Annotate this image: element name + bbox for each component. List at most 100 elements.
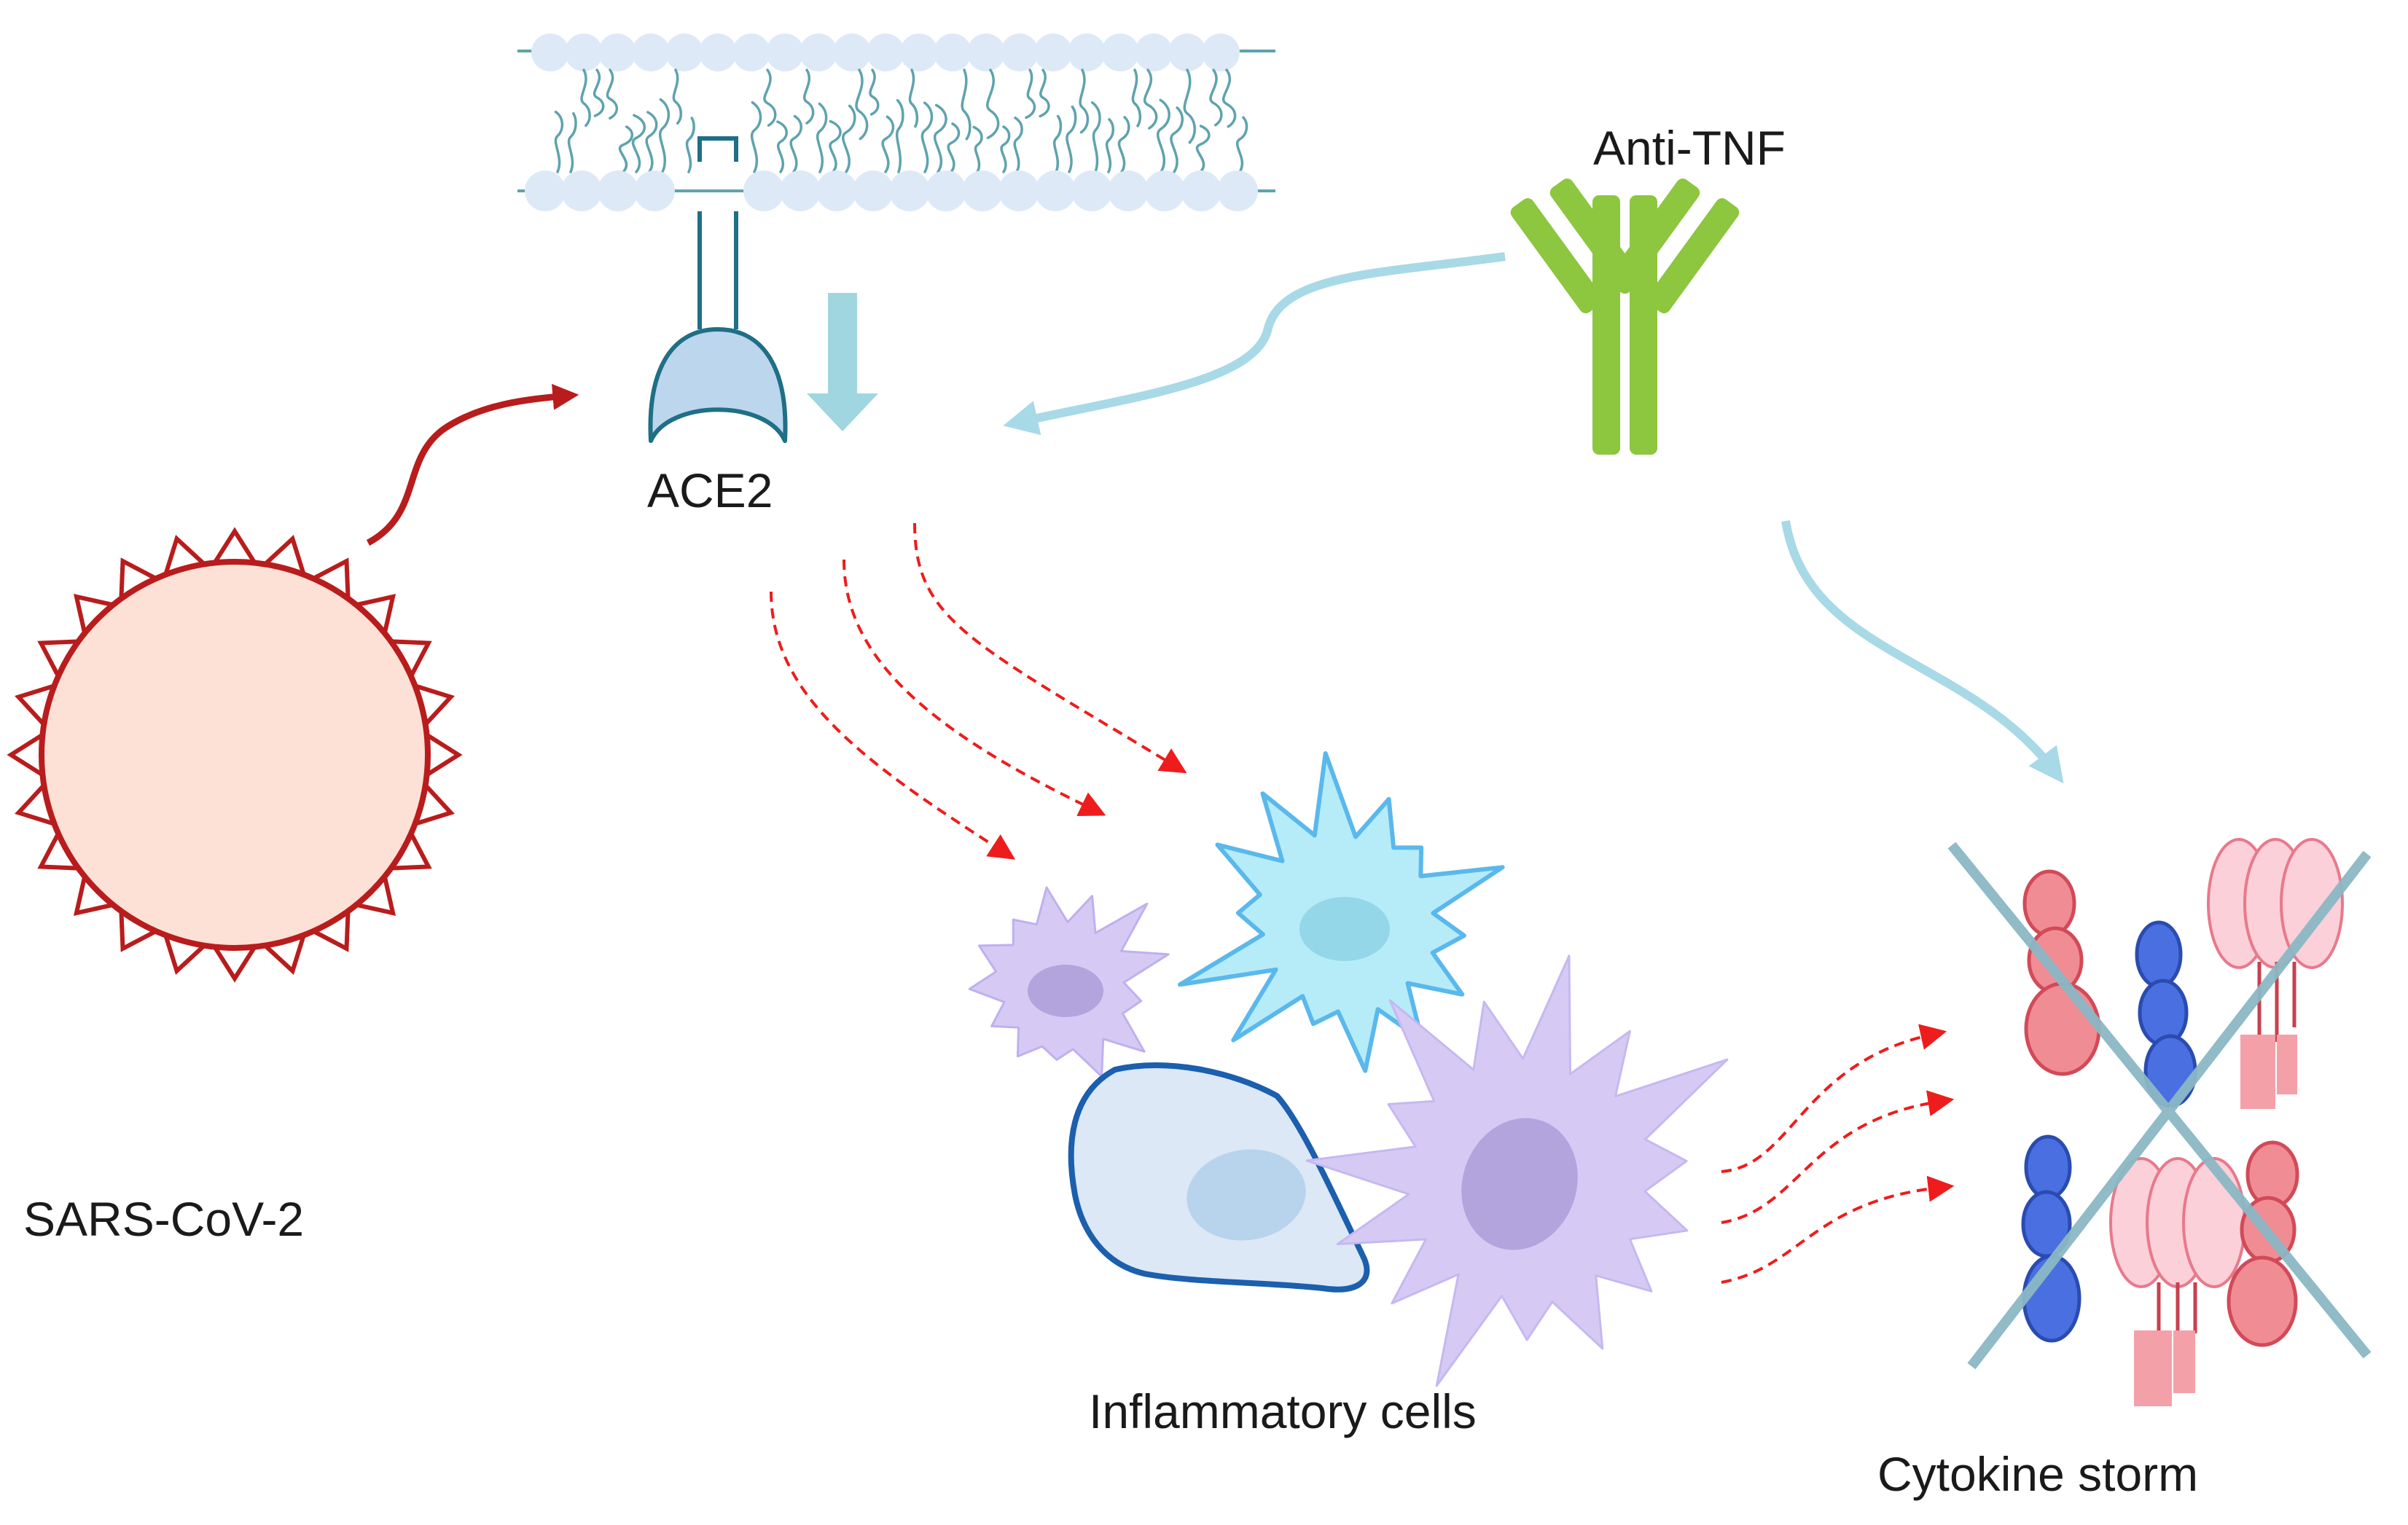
lipid-head — [889, 170, 930, 211]
lipid-head — [531, 34, 569, 71]
lipid-head — [1168, 34, 1206, 71]
cytokine-blue-2-lobe — [2024, 1134, 2072, 1200]
anti-tnf-to-cytokine-arrow — [1781, 520, 2064, 784]
lipid-head — [1217, 170, 1258, 211]
sars-cov-2-label: SARS-CoV-2 — [23, 1192, 305, 1246]
lipid-head — [867, 34, 904, 71]
release-arrow-2 — [1721, 1090, 1955, 1224]
lipid-tail — [763, 68, 777, 127]
lipid-tail — [1052, 114, 1063, 173]
receptor-anchor — [697, 136, 738, 162]
lipid-head — [1034, 34, 1072, 71]
ace2-receptor — [648, 136, 788, 443]
lipid-tail — [606, 68, 619, 120]
lipid-tail — [841, 104, 856, 173]
lipid-head — [934, 34, 972, 71]
lipid-tail — [1143, 68, 1158, 130]
anti-tnf-to-ace2-arrow — [1003, 252, 1506, 436]
cytokine-blue-1-lobe — [2135, 920, 2183, 989]
macrophage-large — [1305, 954, 1729, 1387]
lipid-head — [598, 34, 636, 71]
downregulation-arrow — [807, 293, 878, 431]
macrophage-small — [968, 886, 1170, 1078]
cell-nucleus — [1028, 965, 1103, 1017]
lipid-tail — [1013, 117, 1023, 173]
lipid-tail — [685, 117, 695, 173]
lipid-head — [1135, 34, 1173, 71]
cytokine-blue-1-lobe — [2138, 979, 2189, 1047]
lipid-tail — [1039, 68, 1050, 118]
lipid-tail — [816, 102, 828, 173]
lipid-head — [1181, 170, 1221, 211]
receptor-1-tail — [2240, 1035, 2275, 1109]
signal-arrow-1 — [770, 591, 1016, 860]
lipid-tail — [1105, 118, 1115, 173]
release-arrow-1 — [1721, 1024, 1947, 1173]
blocked-cross — [1947, 842, 2372, 1370]
cytokine-red-2-lobe — [2227, 1255, 2298, 1347]
antibody-arm-right-outer — [1607, 178, 1700, 294]
lipid-head — [1202, 34, 1240, 71]
epithelial-cell — [1068, 1062, 1370, 1293]
lipid-head — [853, 170, 894, 211]
membrane-heads-inner — [525, 170, 1258, 211]
lipid-head — [800, 34, 837, 71]
lipid-head — [967, 34, 1005, 71]
lipid-tail — [908, 68, 919, 128]
inflammatory-cells-label: Inflammatory cells — [1089, 1384, 1477, 1438]
lipid-tail — [829, 119, 842, 173]
lipid-tail — [631, 114, 646, 173]
lipid-head — [632, 34, 670, 71]
lipid-tail — [1170, 106, 1184, 173]
lipid-head — [780, 170, 821, 211]
receptor-binding-domain — [648, 327, 788, 443]
lipid-head — [561, 170, 602, 211]
cytokine-blue-1 — [2135, 920, 2197, 1108]
lipid-head — [1071, 170, 1112, 211]
cross-line-1 — [1947, 842, 2372, 1359]
lipid-head — [1101, 34, 1139, 71]
lipid-tail — [895, 98, 904, 173]
antibody-arm-right-inner — [1646, 197, 1740, 314]
receptor-2-tail — [2134, 1330, 2172, 1406]
lipid-head — [1108, 170, 1149, 211]
ace2-label: ACE2 — [647, 463, 773, 517]
lipid-head — [1068, 34, 1106, 71]
lipid-tail — [947, 122, 961, 173]
receptor-1-domain — [2280, 838, 2344, 969]
ace2-signal-arrows — [770, 522, 1187, 860]
lipid-head — [634, 170, 675, 211]
lipid-head — [565, 34, 603, 71]
anti-tnf-antibody — [1510, 178, 1740, 455]
lipid-tail — [1235, 116, 1248, 173]
lipid-tail — [933, 103, 947, 173]
receptor-2-domain — [2182, 1157, 2246, 1288]
cytokine-storm-label: Cytokine storm — [1877, 1447, 2199, 1501]
lipid-tail — [567, 111, 577, 173]
lipid-tail — [789, 114, 803, 173]
membrane-lipid-tails — [554, 68, 1248, 173]
lipid-head — [962, 170, 1003, 211]
lipid-tail — [658, 98, 671, 173]
cell-nucleus — [1461, 1118, 1578, 1250]
cell-membrane — [517, 34, 1275, 211]
cytokine-red-1-lobe — [2022, 869, 2076, 938]
lipid-tail — [1025, 68, 1036, 119]
lipid-head — [699, 34, 737, 71]
lipid-tail — [1090, 101, 1101, 173]
lipid-tail — [1117, 116, 1130, 173]
cell-nucleus — [1299, 897, 1390, 961]
inflammatory-cells — [968, 751, 1729, 1387]
epithelial-cell-nucleus — [1187, 1149, 1306, 1241]
lipid-tail — [1156, 98, 1170, 173]
signal-arrow-2 — [843, 559, 1106, 816]
lipid-tail — [920, 101, 934, 173]
anti-tnf-label: Anti-TNF — [1593, 121, 1786, 175]
lipid-tail — [1183, 68, 1196, 144]
lipid-tail — [1000, 125, 1011, 173]
membrane-heads-outer — [531, 34, 1240, 71]
receptor-1-tail — [2277, 1035, 2297, 1094]
lipid-head — [1144, 170, 1185, 211]
